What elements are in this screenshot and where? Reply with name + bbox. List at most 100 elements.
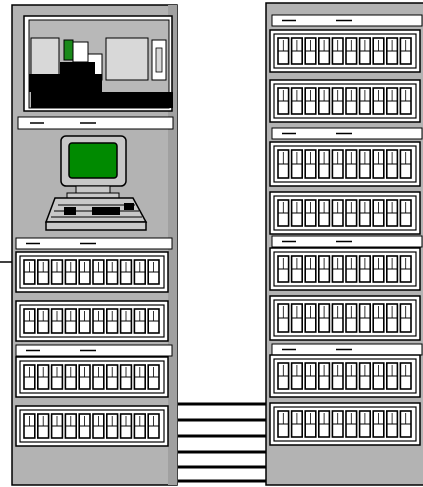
- drawer-slot: [305, 256, 316, 282]
- drawer-slot: [319, 411, 330, 437]
- drawer-slot: [292, 38, 303, 64]
- drawer-slot: [121, 260, 132, 284]
- right-drawer-unit-3: [270, 142, 420, 186]
- drawer-slot: [65, 365, 76, 389]
- drawer-slot: [278, 200, 289, 226]
- drawer-slot: [121, 414, 132, 438]
- drawer-slot: [400, 88, 411, 114]
- drawer-slot: [305, 200, 316, 226]
- left-drawer-unit-4: [16, 406, 168, 446]
- drawer-slot: [93, 309, 104, 333]
- drawer-slot: [38, 414, 49, 438]
- drawer-slot: [278, 150, 289, 178]
- drawer-slot: [319, 150, 330, 178]
- drawer-slot: [387, 304, 398, 332]
- drawer-slot: [373, 363, 384, 389]
- mainframe-display: [24, 16, 173, 111]
- drawer-slot: [319, 88, 330, 114]
- drawer-slot: [319, 38, 330, 64]
- drawer-slot: [79, 414, 90, 438]
- drawer-slot: [387, 256, 398, 282]
- drawer-slot: [121, 365, 132, 389]
- drawer-slot: [79, 309, 90, 333]
- drawer-slot: [346, 304, 357, 332]
- drawer-slot: [305, 150, 316, 178]
- drawer-slot: [292, 304, 303, 332]
- drawer-slot: [65, 414, 76, 438]
- drawer-slot: [387, 88, 398, 114]
- drawer-slot: [292, 256, 303, 282]
- drawer-slot: [292, 363, 303, 389]
- drawer-slot: [400, 256, 411, 282]
- right-drawer-unit-1: [270, 30, 420, 72]
- drawer-slot: [360, 150, 371, 178]
- drawer-slot: [278, 411, 289, 437]
- drawer-slot: [52, 309, 63, 333]
- drawer-slot: [400, 363, 411, 389]
- right-drawer-unit-7: [270, 355, 420, 397]
- drawer-slot: [292, 200, 303, 226]
- drawer-slot: [387, 150, 398, 178]
- drawer-slot: [24, 260, 35, 284]
- drawer-slot: [278, 363, 289, 389]
- drawer-slot: [373, 150, 384, 178]
- right-drawer-unit-6: [270, 296, 420, 340]
- left-drawer-unit-1: [16, 252, 168, 292]
- drawer-slot: [52, 365, 63, 389]
- right-drawer-unit-5: [270, 248, 420, 290]
- drawer-slot: [360, 88, 371, 114]
- drawer-slot: [387, 411, 398, 437]
- left-drawer-unit-3: [16, 357, 168, 397]
- drawer-slot: [346, 363, 357, 389]
- drawer-slot: [319, 363, 330, 389]
- drawer-slot: [278, 256, 289, 282]
- drawer-slot: [107, 414, 118, 438]
- drawer-slot: [148, 414, 159, 438]
- drawer-slot: [332, 304, 343, 332]
- drawer-slot: [319, 200, 330, 226]
- drawer-slot: [134, 260, 145, 284]
- drawer-slot: [52, 260, 63, 284]
- drawer-slot: [360, 200, 371, 226]
- drawer-slot: [373, 88, 384, 114]
- rack-cables: [178, 404, 266, 481]
- left-rack: [12, 5, 177, 485]
- drawer-slot: [360, 363, 371, 389]
- drawer-slot: [373, 200, 384, 226]
- drawer-slot: [332, 200, 343, 226]
- drawer-slot: [278, 304, 289, 332]
- drawer-slot: [332, 256, 343, 282]
- drawer-slot: [319, 304, 330, 332]
- drawer-slot: [38, 260, 49, 284]
- drawer-slot: [79, 260, 90, 284]
- drawer-slot: [360, 304, 371, 332]
- drawer-slot: [305, 88, 316, 114]
- drawer-slot: [65, 309, 76, 333]
- drawer-slot: [292, 411, 303, 437]
- drawer-slot: [148, 309, 159, 333]
- drawer-slot: [400, 411, 411, 437]
- drawer-slot: [278, 38, 289, 64]
- drawer-slot: [65, 260, 76, 284]
- drawer-slot: [305, 411, 316, 437]
- drawer-slot: [107, 365, 118, 389]
- drawer-slot: [305, 304, 316, 332]
- drawer-slot: [93, 260, 104, 284]
- drawer-slot: [107, 309, 118, 333]
- drawer-slot: [346, 38, 357, 64]
- drawer-slot: [400, 38, 411, 64]
- drawer-slot: [346, 150, 357, 178]
- drawer-slot: [305, 363, 316, 389]
- drawer-slot: [332, 150, 343, 178]
- drawer-slot: [134, 309, 145, 333]
- right-rack: [266, 3, 423, 485]
- drawer-slot: [373, 411, 384, 437]
- drawer-slot: [292, 150, 303, 178]
- drawer-slot: [400, 200, 411, 226]
- drawer-slot: [332, 411, 343, 437]
- drawer-slot: [400, 150, 411, 178]
- drawer-slot: [24, 414, 35, 438]
- drawer-slot: [332, 88, 343, 114]
- drawer-slot: [373, 304, 384, 332]
